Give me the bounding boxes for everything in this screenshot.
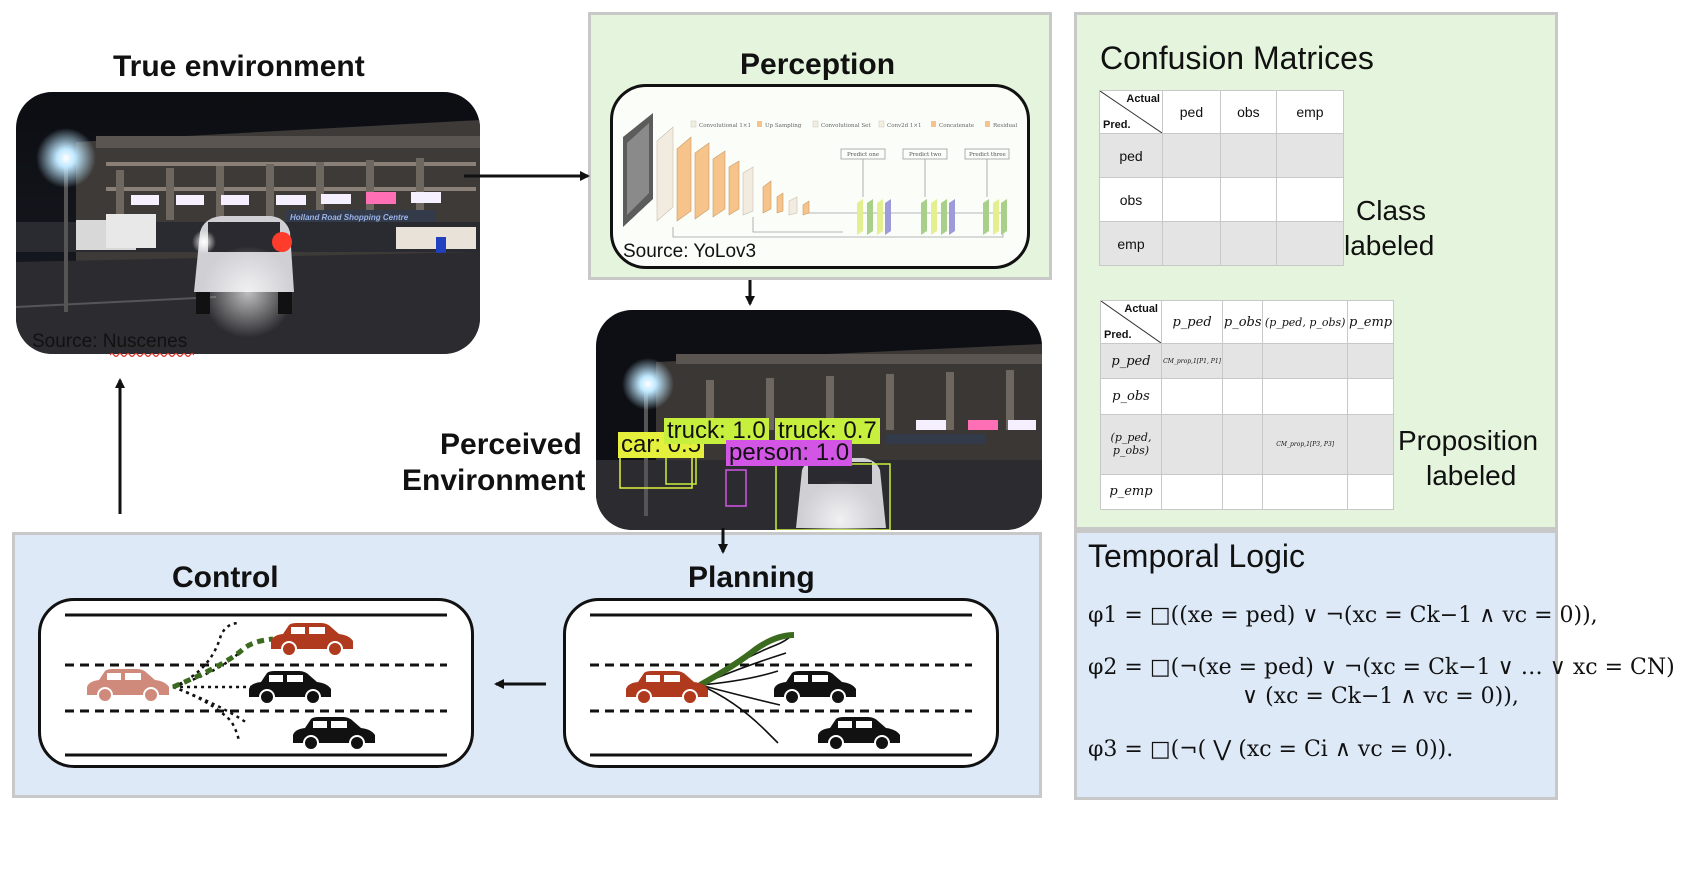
formula-phi3: φ3 = □(¬( ⋁ (xc = Ci ∧ vc = 0)). [1088,737,1454,762]
legend-convset: Convolutional Set [821,123,871,129]
pm-col-header: (p_ped, p_obs) [1262,300,1349,344]
control-box [38,598,474,768]
perception-title: Perception [740,48,896,81]
pm-cell [1262,342,1349,380]
selected-path [698,632,795,688]
predict-one-label: Predict one [847,152,879,158]
pm-cell [1347,378,1394,415]
planning-title: Planning [688,561,815,594]
cm-col-header: ped [1162,90,1221,134]
true-environment-image: Holland Road Shopping Centre [16,92,480,354]
true-environment-title: True environment [113,50,365,83]
true-environment-source: Source: Nuscenes [32,331,188,352]
legend-concatenate: Concatenate [939,123,974,129]
cm-cell [1275,133,1345,178]
pm-cell [1262,473,1349,511]
pm-col-header: p_ped [1160,300,1224,344]
cm-col-header: obs [1219,90,1277,134]
legend-conv1x1: Convolutional 1×1 [699,123,751,129]
cm-cell [1162,133,1221,178]
proposition-labeled-line1: Proposition [1398,425,1539,456]
pm-cell-a: CM_prop,1[P1, P1] [1160,342,1224,380]
yolov3-architecture-diagram: Predict one Predict two Predict three Co… [623,113,1017,238]
formula-phi2-line2: ∨ (xc = Ck−1 ∧ vc = 0)), [1242,684,1519,709]
pm-col-header: p_obs [1222,300,1264,344]
planning-box [563,598,999,768]
pm-pred-label: Pred. [1104,329,1132,341]
obstacle-car-icon [818,717,900,751]
legend-conv2d: Conv2d 1×1 [887,123,922,129]
predict-two-label: Predict two [909,152,942,158]
pm-cell [1222,342,1264,380]
cm-row-header: obs [1099,177,1163,222]
obstacle-car-icon [249,671,331,705]
pm-cell [1222,413,1264,475]
pm-actual-label: Actual [1124,303,1158,315]
ego-car-icon [626,671,708,705]
cm-cell [1219,221,1277,266]
cm-col-header: emp [1275,90,1345,134]
pm-cell [1347,342,1394,380]
pm-cell [1222,473,1264,511]
pm-row-header: p_ped [1100,342,1162,380]
legend-residual: Residual [993,123,1017,129]
obstacle-car-icon [293,717,375,751]
proposition-labeled-line2: labeled [1426,460,1517,491]
spellcheck-underline [110,352,194,358]
pm-cell [1347,473,1394,511]
shopping-centre-sign: Holland Road Shopping Centre [290,213,409,222]
detection-truck-1: truck: 1.0 [664,418,769,444]
detection-truck-2: truck: 0.7 [775,418,880,444]
formula-phi1: φ1 = □((xe = ped) ∨ ¬(xc = Ck−1 ∧ vc = 0… [1088,603,1598,628]
class-labeled-line2: labeled [1344,230,1435,261]
perception-source: Source: YoLov3 [623,241,757,262]
perception-network-box: Predict one Predict two Predict three Co… [610,84,1030,269]
pm-cell [1160,413,1224,475]
temporal-logic-panel [1074,530,1558,800]
perceived-environment-image [596,310,1042,530]
perceived-title-line2: Environment [402,464,586,497]
cm-cell [1162,177,1221,222]
pm-corner-cell: Actual Pred. [1100,300,1162,344]
pm-cell [1160,378,1224,415]
cm-cell [1275,177,1345,222]
proposition-confusion-matrix: Actual Pred. p_ped p_obs (p_ped, p_obs) … [1100,300,1394,511]
class-confusion-matrix: Actual Pred. ped obs emp ped obs emp [1099,90,1345,266]
cm-row-header: emp [1099,221,1163,266]
cm-pred-label: Pred. [1103,119,1131,131]
ego-car-ghost-icon [87,669,169,703]
pm-col-header: p_emp [1347,300,1394,344]
pm-cell-b: CM_prop,1[P3, P3] [1262,413,1349,475]
class-labeled-line1: Class [1356,195,1427,226]
formula-phi2-line1: φ2 = □(¬(xe = ped) ∨ ¬(xc = Ck−1 ∨ … ∨ x… [1088,655,1675,680]
pm-cell [1262,378,1349,415]
perceived-title-line1: Perceived [440,428,582,461]
detection-person: person: 1.0 [726,440,853,466]
pm-cell [1160,473,1224,511]
pm-row-header: p_emp [1100,473,1162,511]
cm-cell [1219,177,1277,222]
cm-cell [1162,221,1221,266]
selected-path [172,636,274,690]
control-title: Control [172,561,279,594]
legend-upsampling: Up Sampling [765,123,802,129]
temporal-logic-title: Temporal Logic [1088,538,1305,574]
pm-cell [1222,378,1264,415]
cm-cell [1275,221,1345,266]
cm-cell [1219,133,1277,178]
target-car-icon [271,623,353,657]
pm-row-header: p_obs [1100,378,1162,415]
pm-row-header: (p_ped, p_obs) [1100,413,1162,475]
cm-row-header: ped [1099,133,1163,178]
predict-three-label: Predict three [969,152,1006,158]
cm-actual-label: Actual [1126,93,1160,105]
obstacle-car-icon [774,671,856,705]
confusion-matrices-title: Confusion Matrices [1100,40,1374,76]
cm-corner-cell: Actual Pred. [1099,90,1163,134]
pm-cell [1347,413,1394,475]
